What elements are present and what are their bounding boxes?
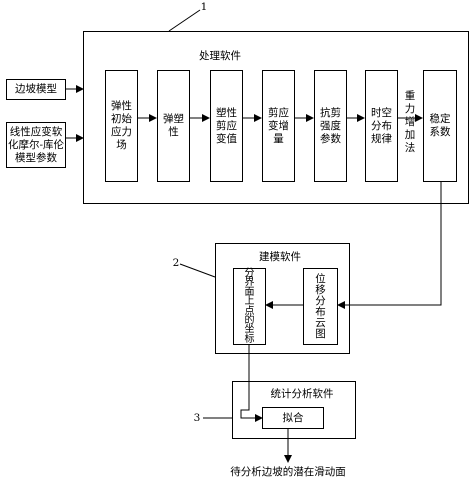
params-box: 线性应变软 化摩尔-库伦 模型参数 [6, 122, 66, 168]
modeling-software-title: 建模软件 [259, 251, 301, 263]
slope-model-label: 边坡模型 [15, 83, 57, 95]
slope-model-box: 边坡模型 [6, 79, 66, 100]
displacement-contour-label: 位 移 分 布 云 图 [315, 272, 326, 340]
marker-3: 3 [193, 412, 201, 424]
step-gravity-increase-method: 重 力 增 加 法 [404, 89, 416, 154]
processing-software-title: 处理软件 [199, 50, 241, 62]
step-plastic-shear-strain: 塑性 剪应 变值 [210, 70, 243, 182]
modeling-software-box [215, 243, 350, 354]
fit-label: 拟合 [282, 411, 304, 424]
boundary-coords-label: 分 界 面 上 点 的 坐 标 [244, 267, 255, 345]
processing-software-box [83, 31, 469, 204]
marker-1: 1 [200, 1, 208, 13]
params-label: 线性应变软 化摩尔-库伦 模型参数 [7, 125, 65, 164]
step-spatiotemporal-distribution: 时空 分布 规律 [365, 70, 398, 182]
displacement-contour-box: 位 移 分 布 云 图 [303, 268, 338, 345]
step-elastic-initial-stress: 弹性 初始 应力 场 [105, 70, 138, 182]
step-elastoplastic: 弹塑 性 [157, 70, 190, 182]
stats-software-title: 统计分析软件 [270, 388, 334, 400]
marker-2: 2 [172, 257, 180, 269]
fit-box: 拟合 [262, 407, 324, 429]
step-stability-coefficient: 稳定 系数 [423, 70, 457, 182]
step-shear-strain-increment: 剪应 变增 量 [262, 70, 295, 182]
boundary-coords-box: 分 界 面 上 点 的 坐 标 [233, 268, 266, 345]
output-label: 待分析边坡的潜在滑动面 [230, 466, 346, 478]
stats-software-box [232, 381, 356, 439]
step-shear-strength-params: 抗剪 强度 参数 [314, 70, 347, 182]
